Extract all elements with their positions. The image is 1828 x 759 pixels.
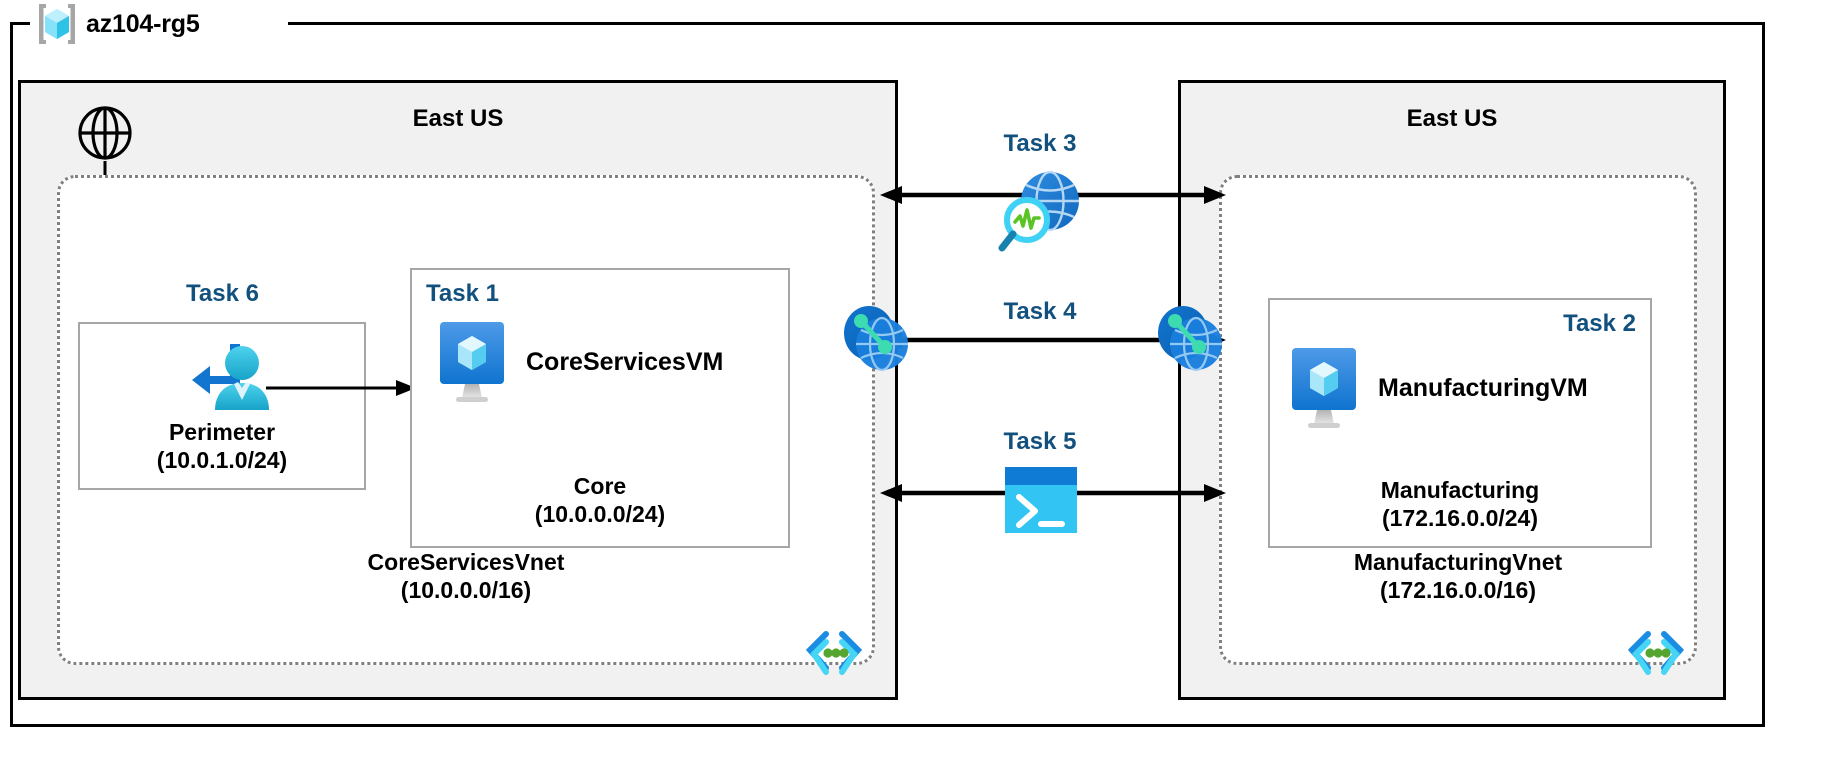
region-east-us-right: East US Task 2 [1178, 80, 1726, 700]
manufacturing-name: Manufacturing [1380, 476, 1540, 503]
perimeter-name: Perimeter [168, 418, 276, 445]
manufacturing-vnet-cidr: (172.16.0.0/16) [1379, 576, 1536, 603]
manufacturing-vm: ManufacturingVM [1286, 346, 1588, 430]
network-watcher-icon [995, 168, 1087, 258]
manufacturing-vnet-caption: ManufacturingVnet (172.16.0.0/16) [1222, 548, 1694, 604]
core-services-vnet-name: CoreServicesVnet [367, 548, 565, 575]
globe-icon [77, 105, 133, 161]
task-3-label: Task 3 [1003, 130, 1077, 157]
region-left-title: East US [412, 105, 504, 132]
manufacturing-caption: Manufacturing (172.16.0.0/24) [1270, 476, 1650, 532]
subnet-perimeter: Perimeter (10.0.1.0/24) [78, 322, 366, 490]
core-services-vnet-cidr: (10.0.0.0/16) [400, 576, 532, 603]
core-services-vm-name: CoreServicesVM [526, 347, 724, 376]
region-right-title: East US [1406, 105, 1498, 132]
core-cidr: (10.0.0.0/24) [534, 500, 666, 527]
task-6-label: Task 6 [186, 280, 259, 307]
subnet-brackets-icon [1627, 628, 1685, 676]
perimeter-to-core-arrow [266, 376, 418, 400]
resource-group-frame [10, 22, 1765, 727]
region-east-us-left: East US Task 6 [18, 80, 898, 700]
vnet-manufacturing: Task 2 ManufacturingVM [1219, 175, 1697, 675]
manufacturing-vnet-name: ManufacturingVnet [1353, 548, 1563, 575]
vnet-core-services: Task 6 Perimeter [57, 175, 875, 675]
resource-group-title: az104-rg5 [34, 2, 208, 46]
manufacturing-vm-name: ManufacturingVM [1378, 373, 1588, 402]
manufacturing-cidr: (172.16.0.0/24) [1381, 504, 1538, 531]
core-services-vm: CoreServicesVM [434, 320, 723, 404]
virtual-machine-icon [1286, 346, 1362, 430]
subnet-core: Task 1 CoreServicesVM [410, 268, 790, 548]
virtual-machine-icon [434, 320, 510, 404]
task-5-label: Task 5 [1003, 428, 1077, 455]
resource-group-name: az104-rg5 [86, 9, 200, 38]
perimeter-cidr: (10.0.1.0/24) [156, 446, 288, 473]
vnet-peering-icon [1152, 300, 1230, 378]
task-1-label: Task 1 [426, 280, 499, 307]
cloud-shell-icon [1005, 467, 1077, 533]
task-2-label: Task 2 [1563, 310, 1636, 337]
subnet-manufacturing: Task 2 ManufacturingVM [1268, 298, 1652, 548]
task-4-label: Task 4 [1003, 298, 1077, 325]
vnet-peering-icon [838, 300, 916, 378]
azure-resource-group-icon [34, 2, 80, 46]
subnet-brackets-icon [805, 628, 863, 676]
core-name: Core [573, 472, 627, 499]
user-route-icon [190, 338, 272, 416]
core-caption: Core (10.0.0.0/24) [412, 472, 788, 528]
core-services-vnet-caption: CoreServicesVnet (10.0.0.0/16) [60, 548, 872, 604]
perimeter-caption: Perimeter (10.0.1.0/24) [80, 418, 364, 474]
